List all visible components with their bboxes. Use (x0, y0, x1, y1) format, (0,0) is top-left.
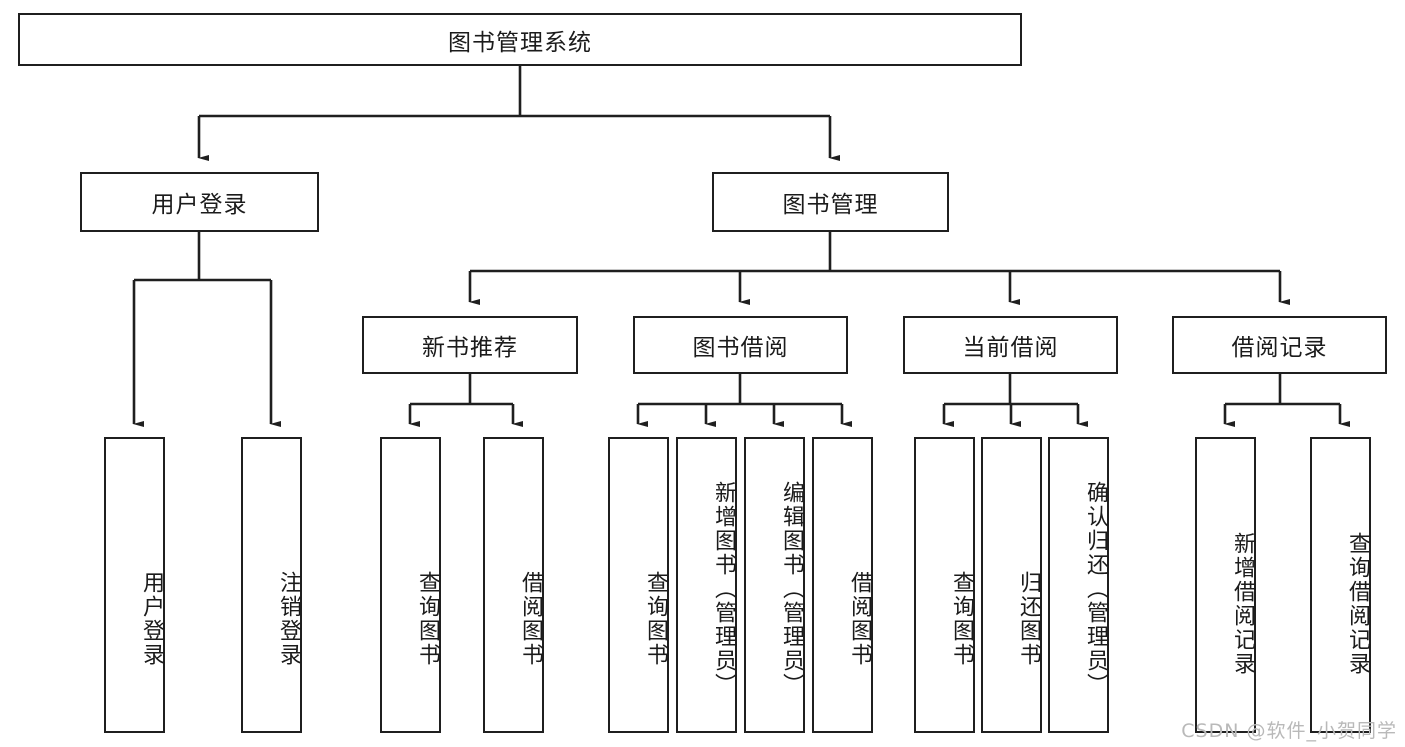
node-leaf-edit-book[interactable]: 编辑图书（管理员） (744, 437, 805, 733)
node-user-login-label: 用户登录 (151, 192, 248, 218)
node-user-login[interactable]: 用户登录 (80, 172, 319, 232)
node-leaf-confirm-return-label: 确认归还（管理员） (1083, 481, 1108, 697)
node-leaf-query-book-1[interactable]: 查询图书 (380, 437, 441, 733)
node-leaf-query-book-1-label: 查询图书 (415, 571, 440, 667)
node-leaf-logout-label: 注销登录 (276, 571, 301, 667)
node-leaf-borrow-book-2-label: 借阅图书 (847, 571, 872, 667)
node-leaf-query-record-label: 查询借阅记录 (1345, 532, 1370, 676)
node-leaf-add-record[interactable]: 新增借阅记录 (1195, 437, 1256, 733)
node-new-book-rec-label: 新书推荐 (422, 335, 518, 361)
node-leaf-query-book-2-label: 查询图书 (643, 571, 668, 667)
node-leaf-query-record[interactable]: 查询借阅记录 (1310, 437, 1371, 733)
node-book-manage[interactable]: 图书管理 (712, 172, 949, 232)
node-book-borrow[interactable]: 图书借阅 (633, 316, 848, 374)
node-book-manage-label: 图书管理 (782, 192, 879, 218)
node-leaf-user-login[interactable]: 用户登录 (104, 437, 165, 733)
node-leaf-borrow-book-1-label: 借阅图书 (518, 571, 543, 667)
node-leaf-query-book-3[interactable]: 查询图书 (914, 437, 975, 733)
node-leaf-borrow-book-2[interactable]: 借阅图书 (812, 437, 873, 733)
node-leaf-query-book-2[interactable]: 查询图书 (608, 437, 669, 733)
node-root[interactable]: 图书管理系统 (18, 13, 1022, 66)
node-book-borrow-label: 图书借阅 (692, 335, 789, 361)
node-current-borrow[interactable]: 当前借阅 (903, 316, 1118, 374)
node-leaf-return-book-label: 归还图书 (1016, 571, 1041, 667)
node-new-book-rec[interactable]: 新书推荐 (362, 316, 578, 374)
node-leaf-query-book-3-label: 查询图书 (949, 571, 974, 667)
node-current-borrow-label: 当前借阅 (962, 335, 1059, 361)
node-leaf-add-book[interactable]: 新增图书（管理员） (676, 437, 737, 733)
node-leaf-edit-book-label: 编辑图书（管理员） (779, 481, 804, 697)
node-leaf-add-book-label: 新增图书（管理员） (711, 481, 736, 697)
node-borrow-record[interactable]: 借阅记录 (1172, 316, 1387, 374)
node-leaf-return-book[interactable]: 归还图书 (981, 437, 1042, 733)
node-leaf-logout[interactable]: 注销登录 (241, 437, 302, 733)
node-root-label: 图书管理系统 (448, 29, 592, 56)
node-leaf-add-record-label: 新增借阅记录 (1230, 532, 1255, 676)
node-leaf-borrow-book-1[interactable]: 借阅图书 (483, 437, 544, 733)
node-leaf-confirm-return[interactable]: 确认归还（管理员） (1048, 437, 1109, 733)
node-borrow-record-label: 借阅记录 (1231, 335, 1328, 361)
node-leaf-user-login-label: 用户登录 (139, 571, 164, 667)
